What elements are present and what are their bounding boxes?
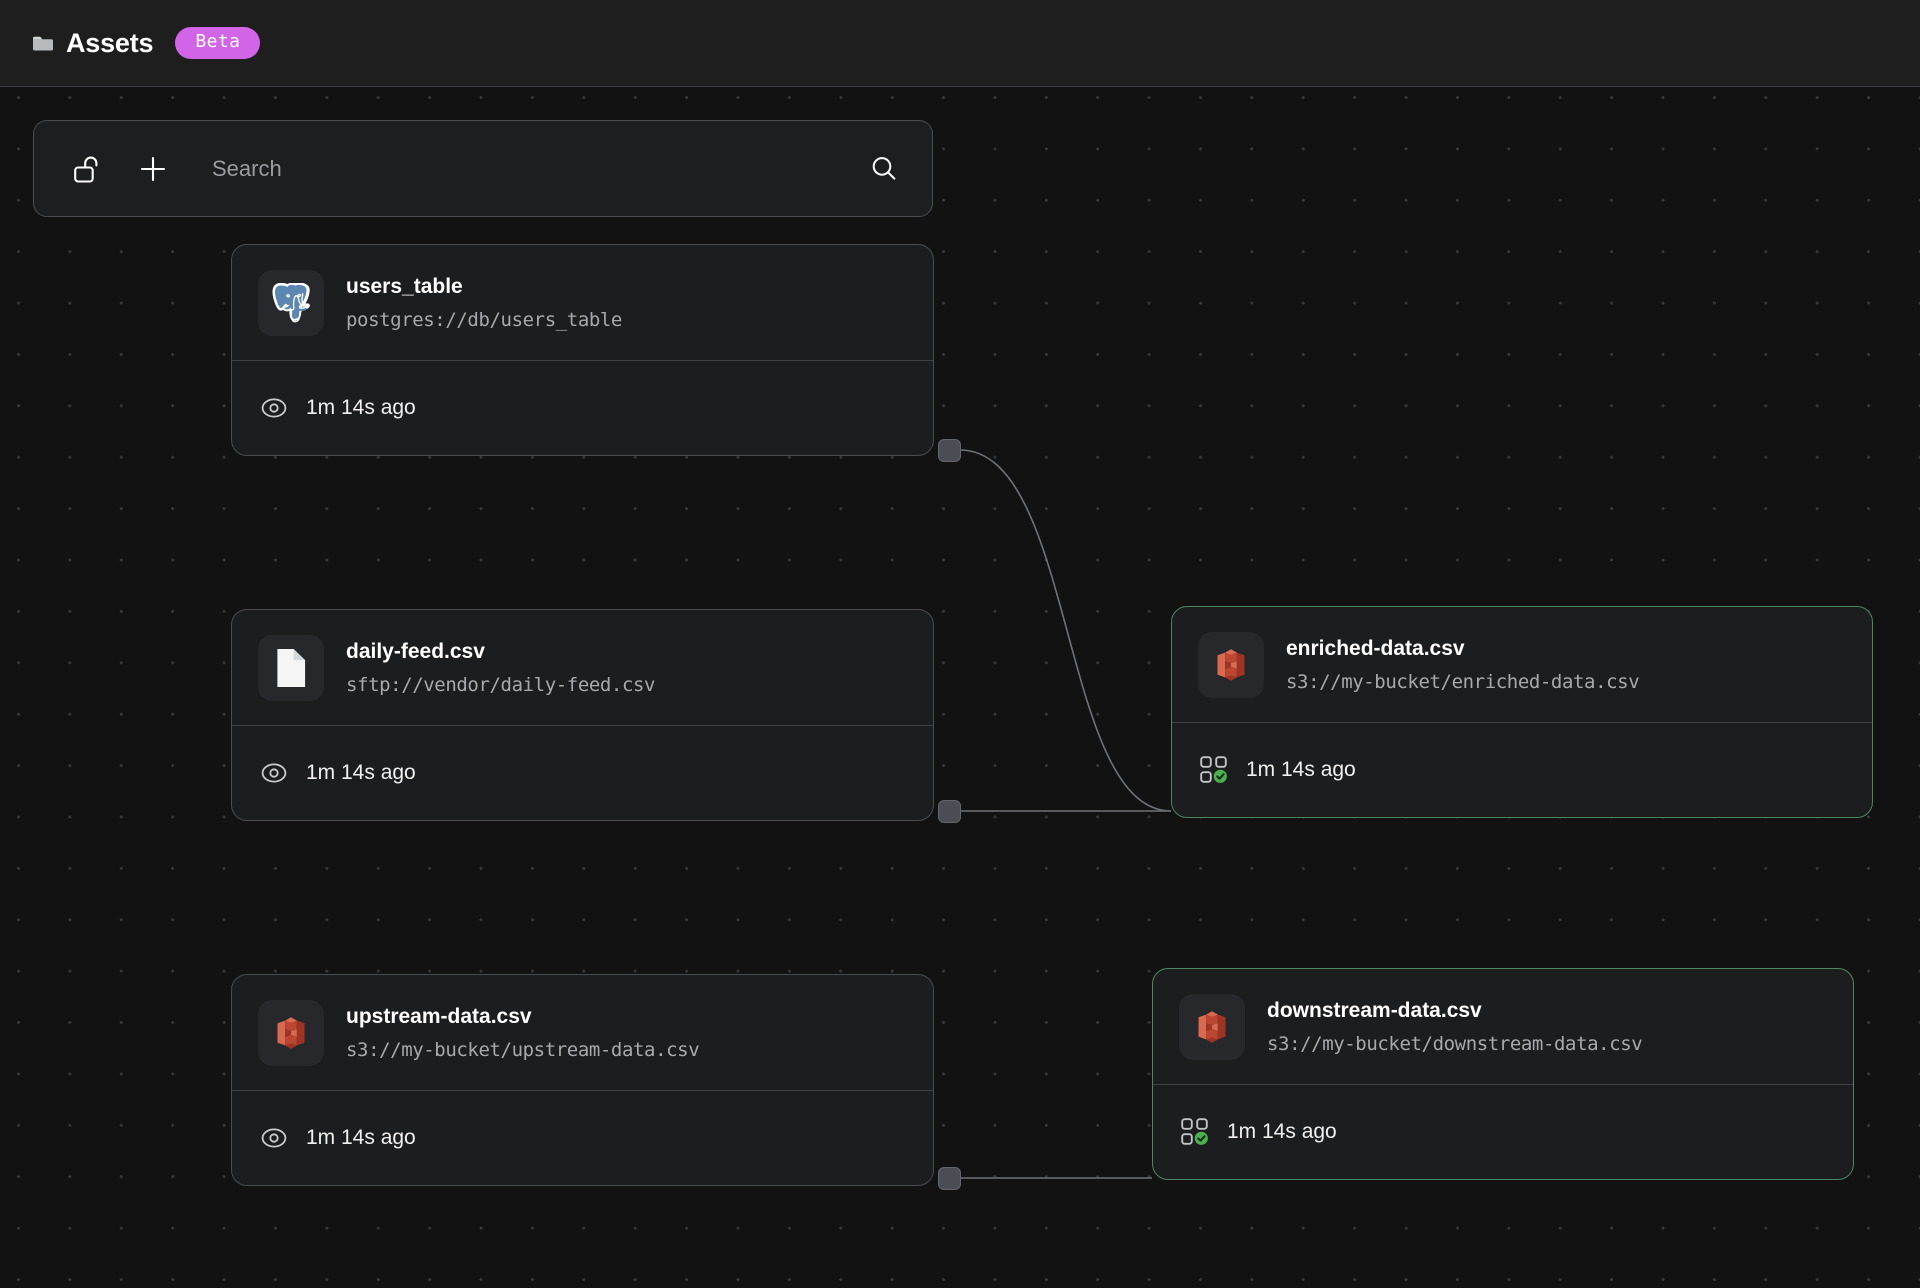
asset-node-daily-feed[interactable]: daily-feed.csv sftp://vendor/daily-feed.… — [231, 609, 934, 821]
eye-icon — [259, 1123, 289, 1153]
add-asset-button[interactable] — [130, 146, 176, 192]
aws-s3-icon — [277, 1016, 305, 1049]
node-title: daily-feed.csv — [346, 640, 485, 664]
node-footer: 1m 14s ago — [1153, 1084, 1853, 1179]
node-header: upstream-data.csv s3://my-bucket/upstrea… — [232, 975, 933, 1090]
blocks-check-icon — [1180, 1117, 1210, 1147]
plus-icon — [140, 156, 166, 181]
edge-users-table-to-enriched — [959, 449, 1172, 812]
node-handle-daily-feed-out[interactable] — [938, 800, 961, 823]
folder-icon — [33, 36, 53, 51]
node-handle-users-table-out[interactable] — [938, 439, 961, 462]
node-footer: 1m 14s ago — [232, 1090, 933, 1185]
asset-node-downstream-data[interactable]: downstream-data.csv s3://my-bucket/downs… — [1152, 968, 1854, 1180]
node-uri: s3://my-bucket/upstream-data.csv — [346, 1038, 700, 1061]
node-status-text: 1m 14s ago — [306, 396, 416, 419]
source-avatar — [258, 634, 324, 701]
node-uri: sftp://vendor/daily-feed.csv — [346, 673, 656, 696]
aws-s3-icon — [1217, 648, 1245, 681]
node-uri: postgres://db/users_table — [346, 308, 622, 331]
node-uri: s3://my-bucket/downstream-data.csv — [1267, 1032, 1643, 1055]
node-header: enriched-data.csv s3://my-bucket/enriche… — [1172, 607, 1872, 722]
blocks-check-icon — [1199, 755, 1229, 785]
eye-icon — [259, 393, 289, 423]
aws-s3-icon — [1198, 1010, 1226, 1043]
node-status-text: 1m 14s ago — [306, 1126, 416, 1149]
node-header: daily-feed.csv sftp://vendor/daily-feed.… — [232, 610, 933, 725]
asset-node-upstream-data[interactable]: upstream-data.csv s3://my-bucket/upstrea… — [231, 974, 934, 1186]
asset-node-enriched-data[interactable]: enriched-data.csv s3://my-bucket/enriche… — [1171, 606, 1873, 818]
unlock-button[interactable] — [64, 146, 110, 192]
unlock-icon — [74, 156, 98, 183]
node-handle-upstream-out[interactable] — [938, 1167, 961, 1190]
node-header: users_table postgres://db/users_table — [232, 245, 933, 360]
node-footer: 1m 14s ago — [1172, 722, 1872, 817]
search-input[interactable] — [212, 145, 862, 192]
file-icon — [277, 648, 306, 687]
postgresql-icon — [272, 282, 310, 322]
source-avatar — [258, 269, 324, 336]
eye-icon — [259, 758, 289, 788]
node-status-text: 1m 14s ago — [1227, 1120, 1337, 1143]
app-header: Assets Beta — [0, 0, 1920, 87]
graph-canvas[interactable]: users_table postgres://db/users_table 1m… — [0, 88, 1920, 1288]
node-footer: 1m 14s ago — [232, 360, 933, 455]
node-title: upstream-data.csv — [346, 1005, 532, 1029]
source-avatar — [1179, 993, 1245, 1060]
search-icon — [872, 156, 896, 180]
source-avatar — [258, 999, 324, 1066]
node-status-text: 1m 14s ago — [1246, 758, 1356, 781]
search-button[interactable] — [862, 147, 906, 191]
status-badge: Beta — [175, 27, 261, 59]
node-title: users_table — [346, 275, 463, 299]
node-status-text: 1m 14s ago — [306, 761, 416, 784]
asset-node-users-table[interactable]: users_table postgres://db/users_table 1m… — [231, 244, 934, 456]
search-toolbar — [33, 120, 933, 217]
source-avatar — [1198, 631, 1264, 698]
page-title: Assets — [66, 27, 154, 58]
node-title: downstream-data.csv — [1267, 999, 1482, 1023]
node-uri: s3://my-bucket/enriched-data.csv — [1286, 670, 1640, 693]
node-header: downstream-data.csv s3://my-bucket/downs… — [1153, 969, 1853, 1084]
node-footer: 1m 14s ago — [232, 725, 933, 820]
node-title: enriched-data.csv — [1286, 637, 1465, 661]
